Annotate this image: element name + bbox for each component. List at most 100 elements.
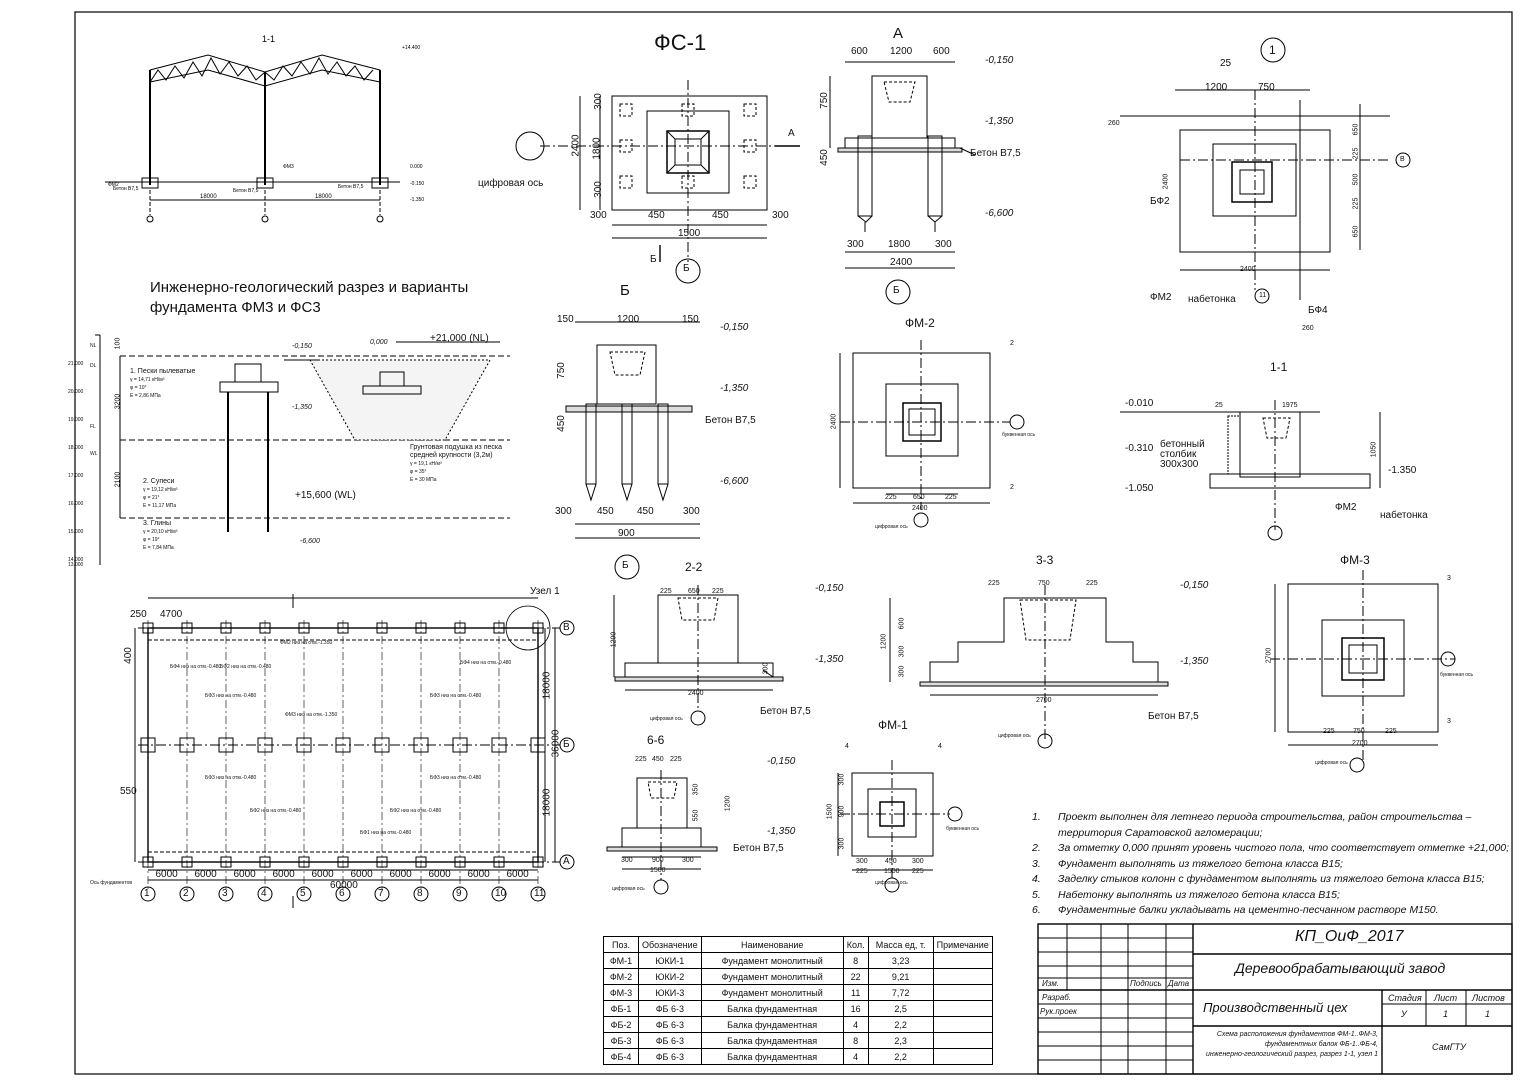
geo-mark: WL [90, 451, 98, 457]
s22-dim: 300 [762, 662, 770, 675]
grid-number: 7 [378, 888, 384, 899]
fm2-dim: 650 [913, 494, 925, 501]
note-line: 6.Фундаментные балки укладывать на цемен… [1032, 904, 1439, 916]
svg-text:ФМ3: ФМ3 [283, 164, 294, 170]
column-foundation [142, 622, 154, 634]
fm3-cut: 3 [1447, 575, 1451, 582]
fs1-dim: 450 [648, 210, 665, 221]
fm1-dim: 900 [838, 805, 846, 818]
cifr-axis-label: цифровая ось [1315, 760, 1348, 766]
column-foundation [532, 856, 544, 868]
s11-level: -0.310 [1125, 443, 1154, 454]
span-dimension: 6000 [311, 869, 334, 880]
s66-dim: 1200 [724, 795, 732, 812]
stamp-listov: 1 [1485, 1009, 1491, 1019]
grid-number: 5 [300, 888, 306, 899]
column-foundation [298, 856, 310, 868]
row-label: Б [563, 739, 570, 750]
specification-table: Поз. Обозначение Наименование Кол. Масса… [603, 936, 993, 1065]
column-foundation [491, 737, 507, 753]
beam-note: БФ3 низ на отм.-0.480 [205, 693, 257, 699]
view-a-section [829, 61, 976, 305]
b-level: -6,600 [720, 476, 749, 487]
note-line: 5.Набетонку выполнять из тяжелого бетона… [1032, 888, 1340, 901]
stamp-podpis: Подпись [1130, 979, 1162, 988]
section-2-2-title: 2-2 [685, 560, 703, 574]
column-foundation [220, 856, 232, 868]
s66-dim: 450 [652, 756, 664, 763]
fs1-dim: 1800 [591, 137, 603, 160]
s11-dim: 25 [1215, 402, 1223, 409]
a-dim: 600 [933, 46, 950, 57]
concrete-label: Бетон В7,5 [970, 148, 1021, 159]
column-foundation [454, 622, 466, 634]
beam-note: БФ4 низ на отм.-0.480 [170, 664, 222, 670]
a-dim: 1800 [888, 239, 911, 250]
fs1-dim: 300 [590, 210, 607, 221]
beam-note: БФ3 низ на отм.-0.480 [205, 775, 257, 781]
s33-dim: 2700 [1036, 697, 1052, 704]
column-foundation [374, 737, 390, 753]
fs1-dim: 300 [772, 210, 789, 221]
plan-dim: 4700 [160, 609, 183, 620]
column-foundation [413, 737, 429, 753]
n1-dim: 25 [1220, 58, 1232, 69]
s22-dim: 650 [688, 588, 700, 595]
n1-dim: 500 [1352, 173, 1360, 186]
fm1-dim: 1500 [826, 803, 834, 820]
fm3-title: ФМ-3 [1340, 553, 1370, 567]
column-foundation [259, 856, 271, 868]
geo-mark: FL [90, 424, 96, 430]
wl-label: +15,600 (WL) [295, 490, 356, 501]
b-dim: 450 [597, 506, 614, 517]
beam-note: БФ1 низ на отм.-0.480 [360, 830, 412, 836]
grid-marker [452, 886, 468, 902]
s33-level: -1,350 [1180, 656, 1209, 667]
geo-section [95, 334, 510, 565]
n1-dim: 260 [1108, 120, 1120, 127]
cifr-axis-label: цифровая ось [998, 733, 1031, 739]
frame-section: 1-1 18000 18000 +14.400 0.000 -0.150 -1.… [105, 34, 424, 223]
column-foundation [181, 622, 193, 634]
plan-total: 60000 [330, 880, 358, 891]
view-a-title: А [893, 25, 904, 42]
column-foundation [179, 737, 195, 753]
column-foundation [337, 856, 349, 868]
column-foundation [452, 737, 468, 753]
grid-marker [218, 886, 234, 902]
svg-text:+14.400: +14.400 [402, 45, 420, 51]
a-level: -0,150 [985, 55, 1014, 66]
geo-level: -6,600 [300, 538, 320, 545]
plan-dim: 18000 [541, 788, 553, 817]
span-dimension: 6000 [155, 869, 178, 880]
geo-level: -1,350 [292, 404, 312, 411]
column-foundation [532, 622, 544, 634]
axis-fund-label: Ось фундаментов [90, 880, 133, 886]
fm3-dim: 2700 [1265, 647, 1273, 664]
beam-note: БФ2 низ на отм.-0.480 [250, 808, 302, 814]
column-foundation [296, 737, 312, 753]
fm3-dim: 225 [1385, 728, 1397, 735]
column-foundation [218, 737, 234, 753]
fs1-dim: 1500 [678, 228, 701, 239]
fm3-dim: 2700 [1352, 740, 1368, 747]
s66-dim: 300 [682, 857, 694, 864]
n1-col-11: 11 [1259, 292, 1267, 299]
bf4-label: БФ4 [1308, 305, 1328, 316]
bf2-label: БФ2 [1150, 196, 1170, 207]
a-dim: 600 [851, 46, 868, 57]
geo-level: 0,000 [370, 339, 388, 346]
spec-header-row: Поз. Обозначение Наименование Кол. Масса… [603, 936, 993, 953]
fm1-dim: 450 [885, 858, 897, 865]
fm2-dim: 225 [885, 494, 897, 501]
fs1-dim: 300 [592, 181, 604, 198]
grid-marker [179, 886, 195, 902]
s22-dim: 1200 [610, 631, 618, 648]
fs1-arrow-a: А [788, 128, 795, 139]
s11-level: -1.050 [1125, 483, 1154, 494]
node1-plan [1120, 37, 1411, 304]
fs1-dim: 450 [712, 210, 729, 221]
s66-level: -1,350 [767, 826, 796, 837]
